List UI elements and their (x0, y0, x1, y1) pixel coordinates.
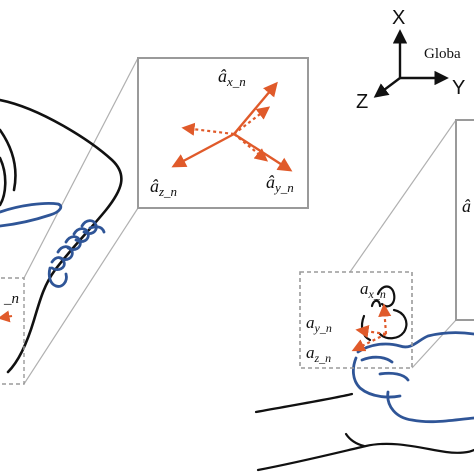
left-sensor-device (0, 202, 106, 288)
global-axis-y-label: Y (452, 77, 465, 99)
global-coordinate-frame: X Y Z Globa (356, 7, 465, 113)
inset-top-label-x: âx_n (218, 66, 246, 89)
inset-top-label-z: âz_n (150, 176, 177, 199)
right-focus-box (299, 271, 413, 369)
inset-top-label-y: ây_n (266, 172, 294, 195)
global-axis-z-arrow (373, 77, 401, 98)
inset-top-dotted-left (181, 122, 235, 136)
head-outline (0, 98, 123, 374)
right-label-z: az_n (306, 343, 331, 365)
right-arrow-x (378, 303, 392, 335)
global-axis-z-label: Z (356, 91, 368, 113)
right-label-x: ax_n (360, 279, 386, 301)
left-box-label: _n (3, 291, 19, 307)
left-focus-box (0, 277, 25, 385)
inset-right-glyph: â (462, 196, 471, 216)
inset-top: âx_n âz_n ây_n (137, 57, 309, 209)
inset-top-dotted-up (233, 106, 271, 135)
right-label-y: ay_n (306, 313, 332, 335)
inset-top-arrow-x (233, 81, 278, 135)
left-box-arrow (0, 310, 13, 323)
right-box-arrows (351, 303, 392, 352)
foot-outline (254, 285, 474, 472)
inset-right-partial: â (455, 119, 474, 321)
inset-top-arrow-z (171, 132, 235, 168)
zoom-connector-lines (23, 57, 457, 385)
right-arrow-y (355, 324, 387, 339)
inset-right-frame (455, 119, 474, 321)
global-axis-x-label: X (392, 7, 405, 29)
examiner-hand (351, 331, 474, 424)
global-frame-label: Globa (424, 46, 461, 62)
inset-top-frame (137, 57, 309, 209)
inset-top-dotted-down (233, 133, 269, 162)
